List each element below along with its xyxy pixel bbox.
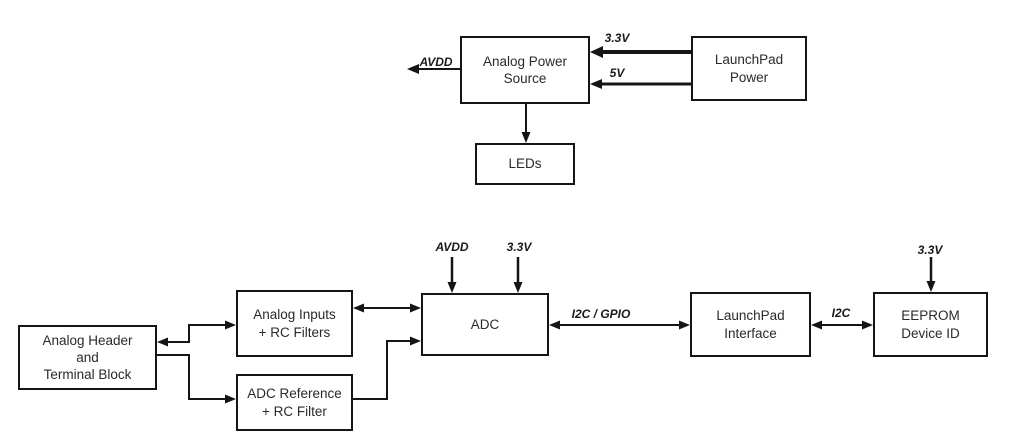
label-3v3-eeprom: 3.3V <box>917 243 943 257</box>
label-3v3-adc: 3.3V <box>506 240 532 254</box>
arrow-header-to-analog-inputs <box>157 320 236 347</box>
arrow-adc-to-launchpad-interface <box>549 320 690 330</box>
label-i2c: I2C <box>831 306 851 320</box>
block-adc-reference-rc-filter: ADC Reference + RC Filter <box>236 374 353 431</box>
arrow-avdd-to-adc <box>447 257 457 293</box>
arrow-launchpad-interface-to-eeprom <box>811 320 873 330</box>
arrow-power-to-leds <box>521 104 531 143</box>
block-leds: LEDs <box>475 143 575 185</box>
label-avdd-out: AVDD <box>419 55 453 69</box>
arrow-3v3-to-analog-power <box>590 46 691 58</box>
block-eeprom-device-id: EEPROM Device ID <box>873 292 988 357</box>
block-analog-header-terminal: Analog Header and Terminal Block <box>18 325 157 390</box>
arrow-adc-reference-to-adc <box>353 336 421 400</box>
arrow-avdd-out <box>407 64 460 74</box>
block-launchpad-power: LaunchPad Power <box>691 36 807 101</box>
label-i2c-gpio: I2C / GPIO <box>571 307 631 321</box>
label-3v3-rail-top: 3.3V <box>604 31 630 45</box>
block-analog-power-source: Analog Power Source <box>460 36 590 104</box>
arrow-3v3-to-adc <box>513 257 523 293</box>
block-launchpad-interface: LaunchPad Interface <box>690 292 811 357</box>
arrow-header-to-adc-reference <box>157 354 236 404</box>
arrow-3v3-to-eeprom <box>926 257 936 292</box>
block-adc: ADC <box>421 293 549 356</box>
arrow-5v-to-analog-power <box>590 79 691 89</box>
label-5v-rail: 5V <box>609 66 625 80</box>
block-analog-inputs-rc-filters: Analog Inputs + RC Filters <box>236 290 353 357</box>
label-avdd-adc: AVDD <box>435 240 469 254</box>
arrow-analog-inputs-to-adc <box>353 303 421 313</box>
